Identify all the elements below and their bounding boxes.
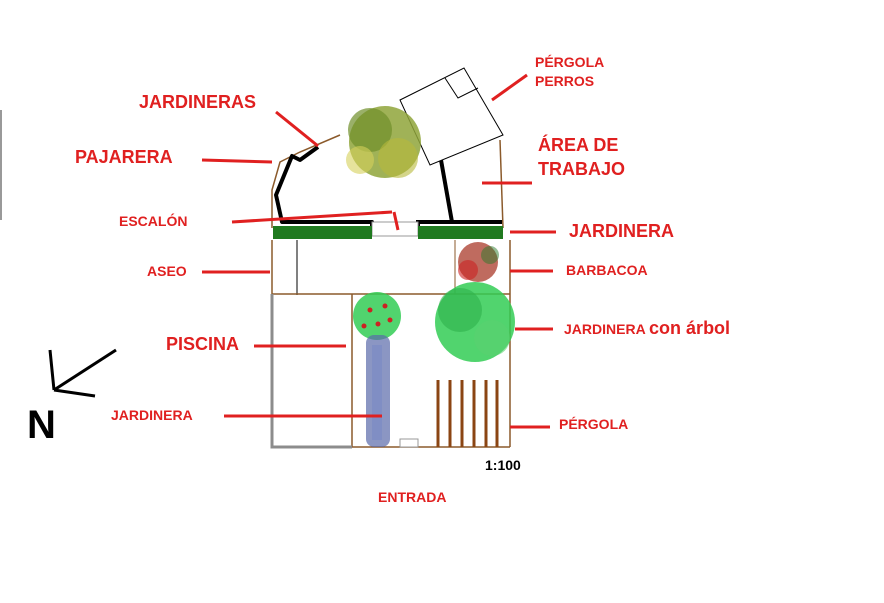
- escalon-step: [371, 221, 419, 237]
- label-pergola-perros-2: PERROS: [535, 73, 595, 89]
- planter-strip-right: [418, 226, 503, 239]
- bbq-shrub: [458, 242, 499, 282]
- entrance-gate: [399, 438, 419, 448]
- label-entrada: ENTRADA: [378, 489, 447, 505]
- olive-tree-canopy: [346, 106, 421, 178]
- label-aseo: ASEO: [147, 263, 187, 279]
- north-label: N: [27, 403, 56, 447]
- leader-lines: [201, 73, 556, 429]
- label-jardinera-arbol-part2: con árbol: [649, 318, 731, 338]
- label-jardinera-arbol: JARDINERA con árbol: [564, 318, 731, 339]
- label-pergola-perros-1: PÉRGOLA: [535, 54, 605, 70]
- lavender-strip: [366, 335, 390, 447]
- label-jardinera-left: JARDINERA: [111, 407, 193, 423]
- north-arrow: [48, 348, 117, 398]
- scale-label: 1:100: [485, 457, 521, 473]
- label-escalon: ESCALÓN: [119, 213, 188, 229]
- label-pergola: PÉRGOLA: [559, 416, 629, 432]
- small-shrub: [353, 292, 401, 340]
- work-area-wall: [439, 159, 454, 223]
- planter-strip-left: [273, 226, 372, 239]
- label-area-trabajo-2: TRABAJO: [538, 159, 626, 179]
- label-pajarera: PAJARERA: [75, 147, 173, 167]
- pergola-slats: [436, 380, 499, 447]
- pool-outline: [270, 294, 352, 449]
- upper-left-wall: [271, 134, 341, 228]
- planter-tree-canopy: [435, 282, 515, 362]
- label-area-trabajo-1: ÁREA DE: [538, 135, 619, 155]
- pergola-perros-inner: [444, 77, 479, 99]
- label-barbacoa: BARBACOA: [566, 262, 648, 278]
- label-jardineras: JARDINERAS: [139, 92, 257, 112]
- label-jardinera-top: JARDINERA: [569, 221, 675, 241]
- label-jardinera-arbol-part1: JARDINERA: [564, 321, 650, 337]
- label-piscina: PISCINA: [166, 334, 240, 354]
